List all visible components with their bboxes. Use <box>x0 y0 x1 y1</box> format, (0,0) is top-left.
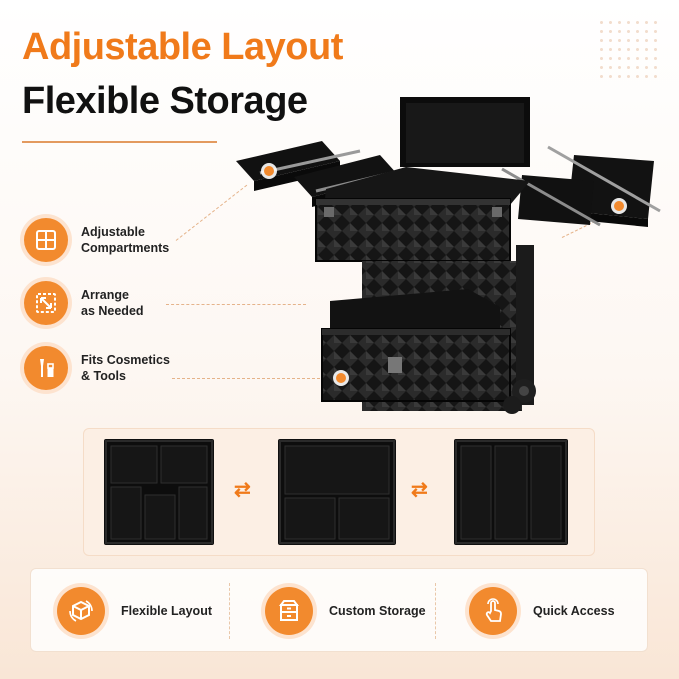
bottom-feature-bar: Flexible Layout Custom Storage Quick Acc… <box>30 568 648 652</box>
callout-marker-drawer <box>336 373 346 383</box>
feature-label: Arrange as Needed <box>81 287 144 319</box>
feature-arrange-as-needed: Arrange as Needed <box>24 281 144 325</box>
grid-icon <box>24 218 68 262</box>
feature-label-line1: Adjustable <box>81 225 145 239</box>
bottom-feature-quick-access: Quick Access <box>469 581 615 641</box>
headline-line2: Flexible Storage <box>22 80 308 122</box>
makeup-brush-icon <box>24 346 68 390</box>
feature-label-line2: Compartments <box>81 241 170 255</box>
feature-label-line2: as Needed <box>81 304 144 318</box>
makeup-case-illustration <box>230 95 670 415</box>
trolley-case-drawing <box>236 97 661 414</box>
bottom-feature-flexible-layout: Flexible Layout <box>57 581 212 641</box>
callout-marker-right-tray <box>614 201 624 211</box>
feature-adjustable-compartments: Adjustable Compartments <box>24 218 169 262</box>
tray-layout-five-slots <box>104 439 214 545</box>
bottom-feature-label: Custom Storage <box>329 604 426 618</box>
box-arrows-icon <box>57 587 105 635</box>
title-underline <box>22 141 217 143</box>
feature-fits-cosmetics: Fits Cosmetics & Tools <box>24 346 170 390</box>
divider <box>229 583 230 639</box>
feature-label: Fits Cosmetics & Tools <box>81 352 170 384</box>
feature-label: Adjustable Compartments <box>81 224 169 256</box>
feature-label-line1: Arrange <box>81 288 129 302</box>
swap-arrows-icon: ⇄ <box>411 479 428 501</box>
swap-arrows-icon: ⇄ <box>234 479 251 501</box>
bottom-feature-label: Quick Access <box>533 604 615 618</box>
headline-line1: Adjustable Layout <box>22 26 343 68</box>
callout-line-3 <box>172 378 340 379</box>
drawer-icon <box>265 587 313 635</box>
tray-layout-four-slots <box>278 439 396 545</box>
callout-marker-left-tray <box>264 166 274 176</box>
tray-layout-three-slots <box>454 439 568 545</box>
divider <box>435 583 436 639</box>
tray-layout-panel: ⇄ ⇄ <box>83 428 595 556</box>
arrange-arrows-icon <box>24 281 68 325</box>
tap-hand-icon <box>469 587 517 635</box>
decorative-dots <box>597 18 657 78</box>
callout-line-2 <box>166 304 306 305</box>
feature-label-line1: Fits Cosmetics <box>81 353 170 367</box>
feature-label-line2: & Tools <box>81 369 126 383</box>
bottom-feature-label: Flexible Layout <box>121 604 212 618</box>
bottom-feature-custom-storage: Custom Storage <box>265 581 426 641</box>
